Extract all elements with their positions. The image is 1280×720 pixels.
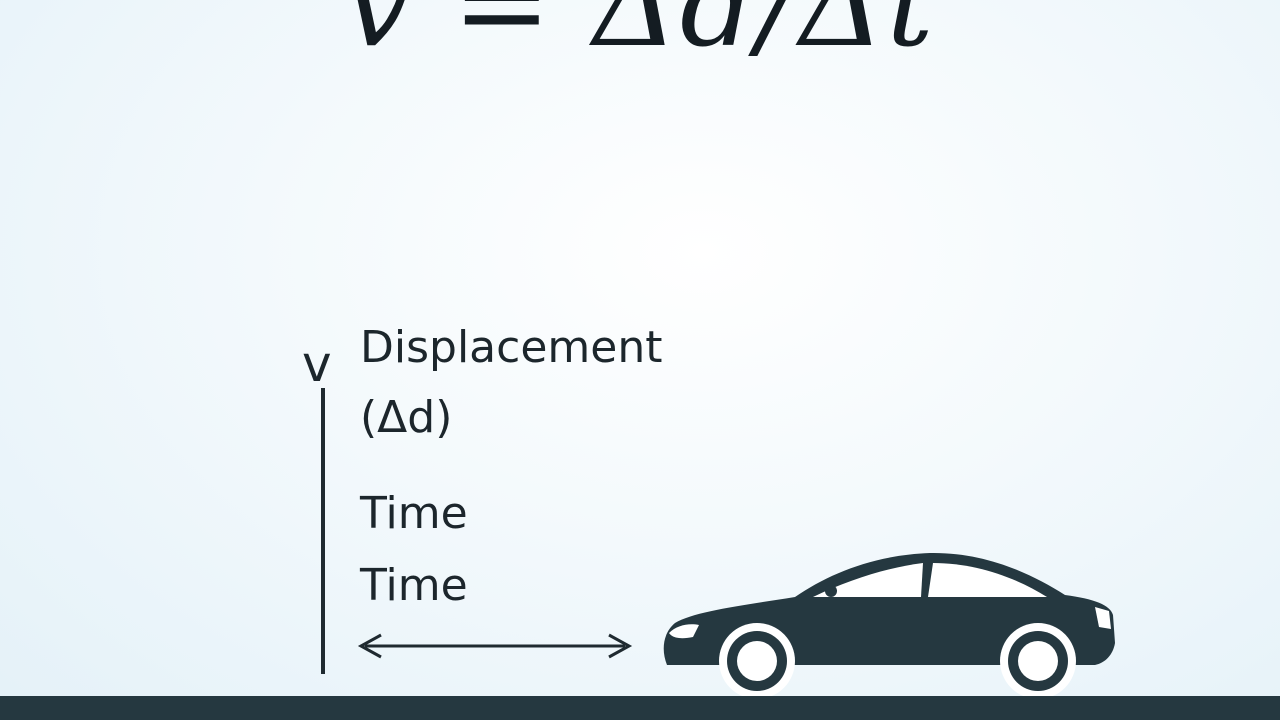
velocity-formula: v = Δd/Δt (344, 0, 936, 73)
time-label-1: Time (360, 488, 468, 539)
velocity-axis-label: v (302, 335, 332, 393)
delta-d-label: (Δd) (360, 392, 453, 443)
displacement-label: Displacement (360, 322, 663, 373)
ground-bar (0, 696, 1280, 720)
vertical-axis-line (321, 388, 325, 674)
horizontal-double-arrow (357, 633, 633, 659)
time-label-2: Time (360, 560, 468, 611)
car-icon (663, 552, 1115, 699)
